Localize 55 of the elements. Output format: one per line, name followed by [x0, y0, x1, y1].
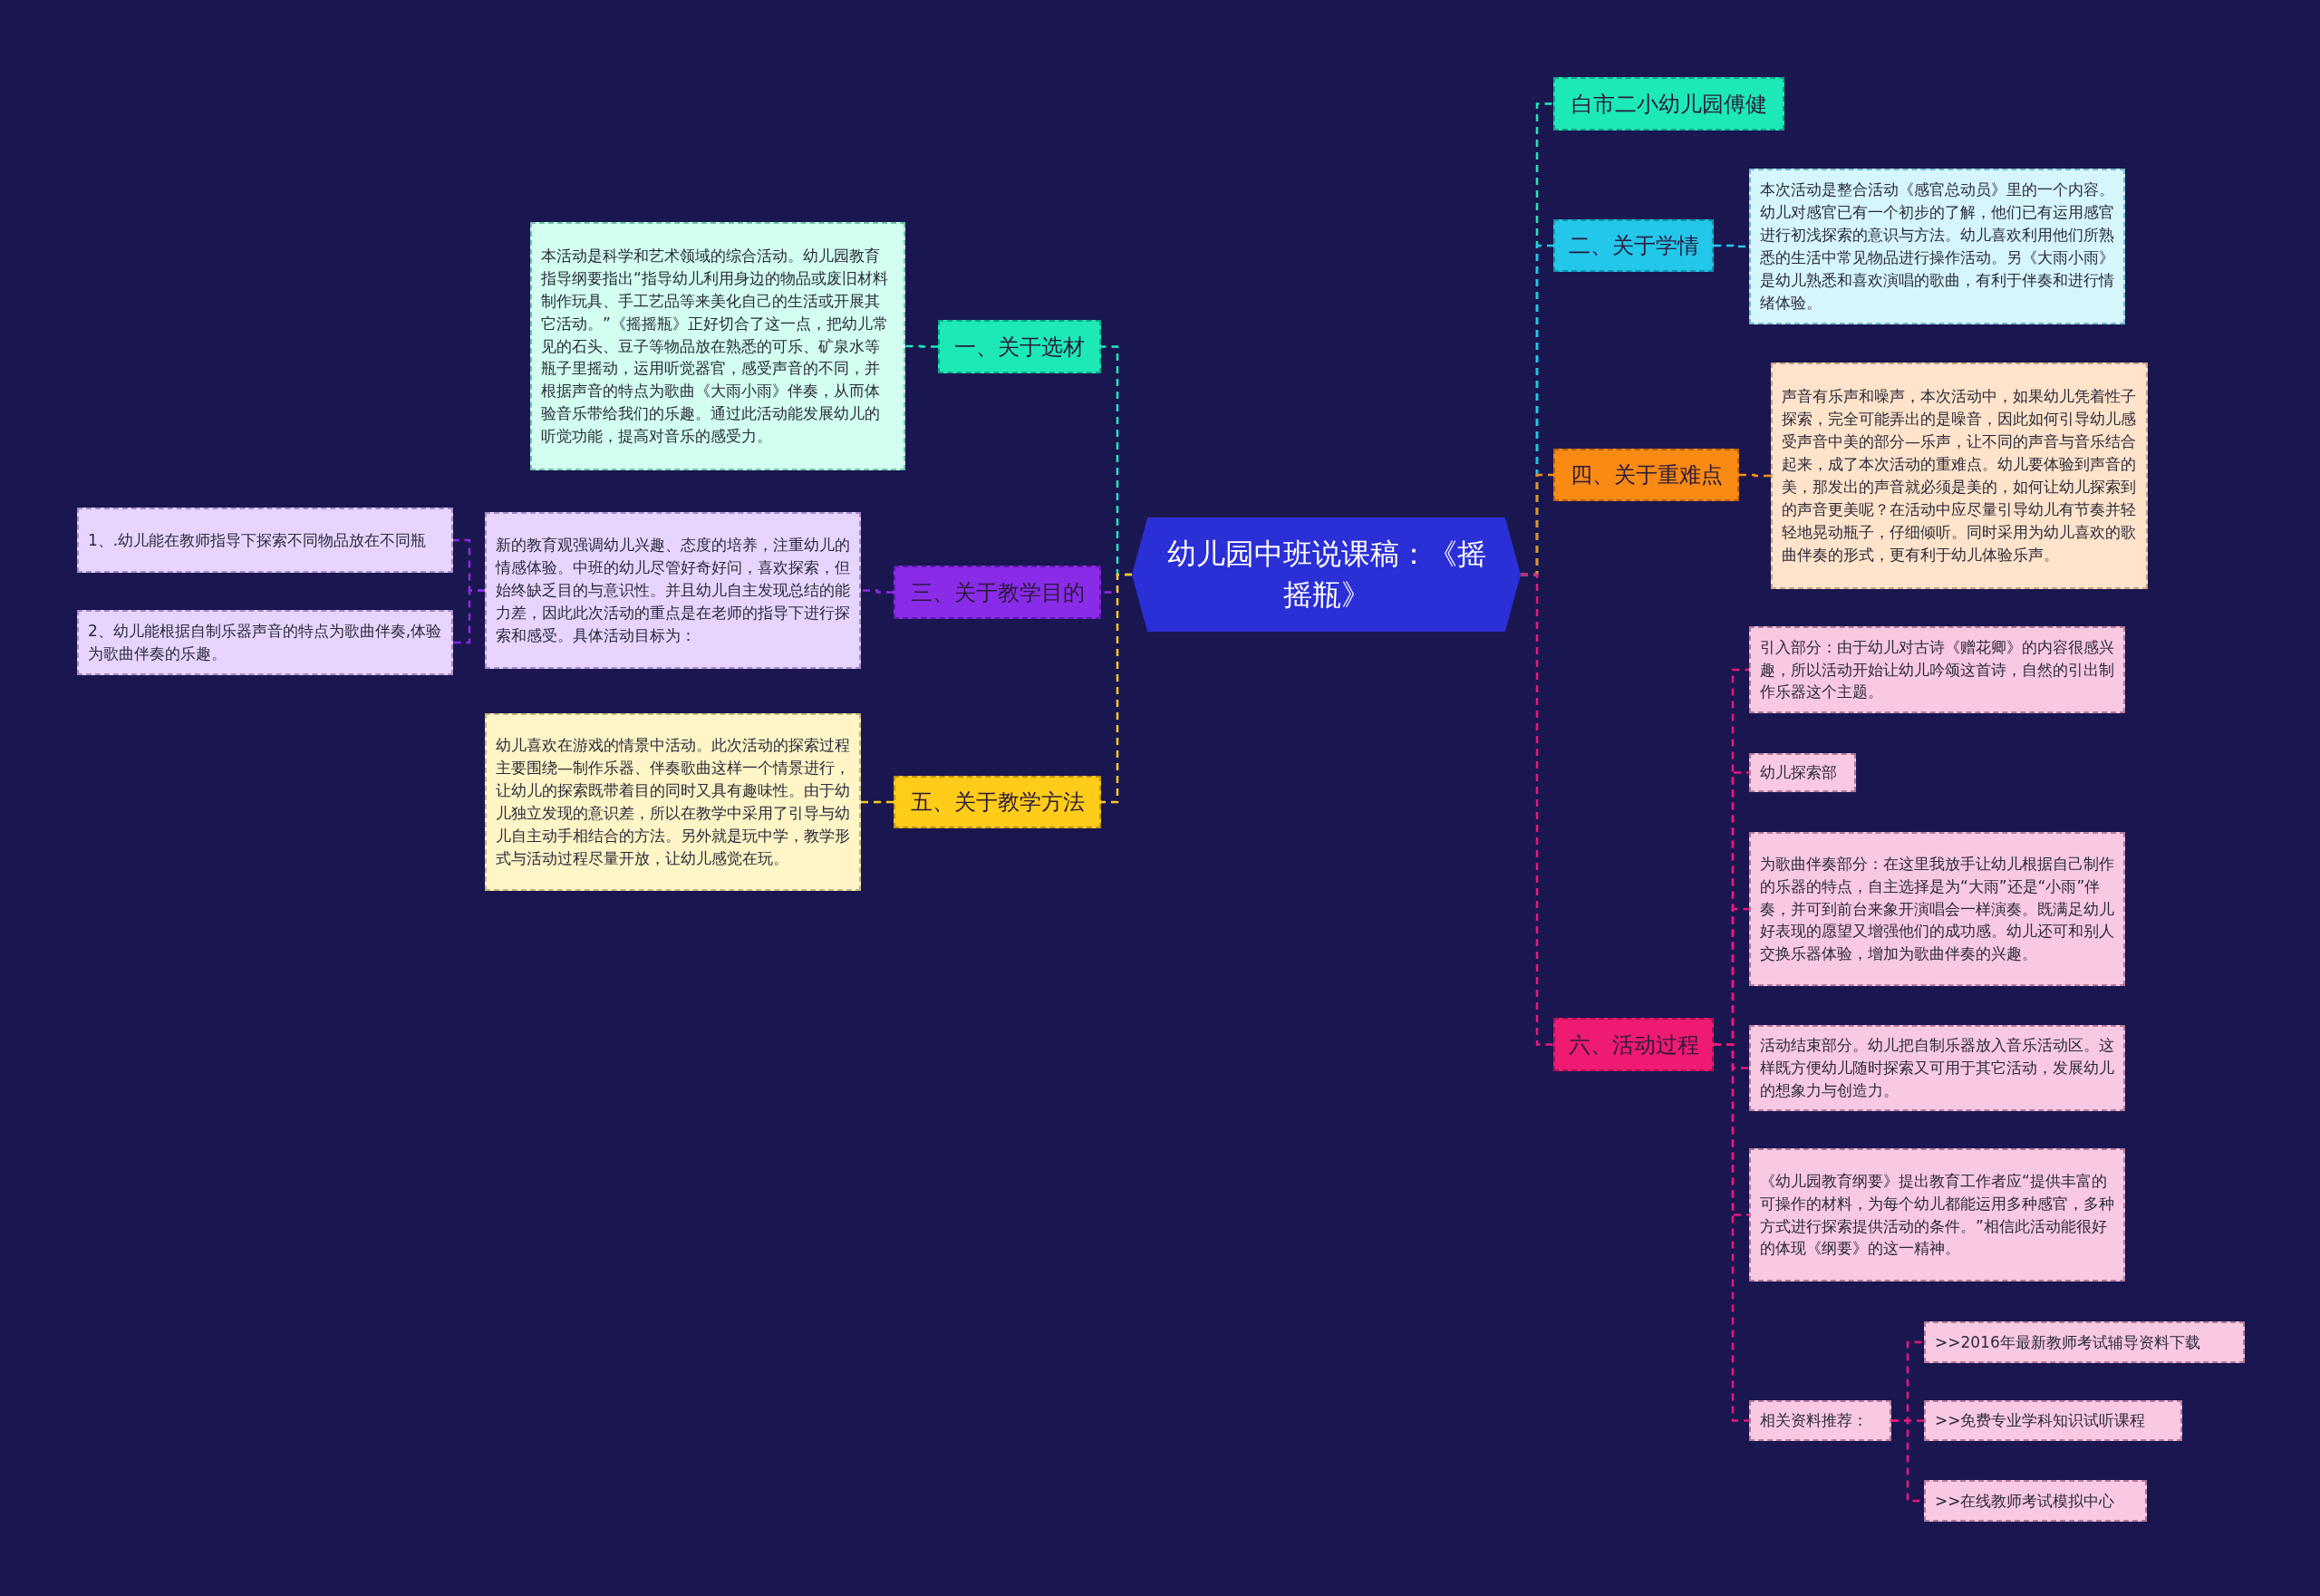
- note-box: [1924, 1321, 2245, 1363]
- topic-text: 六、活动过程: [1568, 1030, 1699, 1059]
- note-text: 引入部分：由于幼儿对古诗《赠花卿》的内容很感兴趣，所以活动开始让幼儿吟颂这首诗，自然的引出制作乐器这个主题。: [1760, 636, 2114, 703]
- note-text: 相关资料推荐：: [1760, 1410, 1868, 1431]
- note-text: 本次活动是整合活动《感官总动员》里的一个内容。幼儿对感官已有一个初步的了解，他们已有运用感官进行初浅探索的意识与方法。幼儿喜欢利用他们所熟悉的生活中常见物品进行操作活动。另《大雨小雨》是幼儿熟悉和喜欢演唱的歌曲，有利于伴奏和进行情绪体验。: [1760, 179, 2114, 314]
- topic-box: [1553, 219, 1714, 272]
- note-text: >>2016年最新教师考试辅导资料下载: [1935, 1331, 2200, 1353]
- topic-box: [1553, 77, 1784, 131]
- topic-box: [894, 776, 1101, 828]
- topic-box: [894, 566, 1101, 619]
- note-text: 本活动是科学和艺术领域的综合活动。幼儿园教育指导纲要指出“指导幼儿利用身边的物品或废旧材料制作玩具、手工艺品等来美化自己的生活或开展其它活动。”《摇摇瓶》正好切合了这一点，把幼儿常见的石头、豆子等物品放在熟悉的可乐、矿泉水等瓶子里摇动，运用听觉器官，感受声音的不同，并根据声音的特点为歌曲《大雨小雨》伴奏，从而体验音乐带给我们的乐趣。通过此活动能发展幼儿的听觉功能，提高对音乐的感受力。: [541, 245, 889, 448]
- note-box: [1924, 1400, 2182, 1441]
- note-text: 为歌曲伴奏部分：在这里我放手让幼儿根据自己制作的乐器的特点，自主选择是为“大雨”还是“小雨”伴奏，并可到前台来象开演唱会一样演奏。既满足幼儿好表现的愿望又增强他们的成功感。幼儿还可和别人交换乐器体验，增加为歌曲伴奏的兴趣。: [1760, 853, 2114, 965]
- note-box: [485, 512, 861, 669]
- note-text: 幼儿探索部: [1760, 762, 1837, 783]
- note-box: [1771, 363, 2148, 589]
- connector-line: [1521, 573, 1553, 1046]
- note-box: [1749, 832, 2125, 986]
- topic-box: [1553, 1018, 1714, 1071]
- note-text: 2、幼儿能根据自制乐器声音的特点为歌曲伴奏,体验为歌曲伴奏的乐趣。: [88, 621, 442, 664]
- connector-line: [861, 800, 894, 804]
- connector-line: [1714, 1043, 1749, 1422]
- note-text: 声音有乐声和噪声，本次活动中，如果幼儿凭着性子探索，完全可能弄出的是噪音，因此如何引导幼儿感受声音中美的部分—乐声，让不同的声音与音乐结合起来，成了本次活动的重难点。幼儿要体验到声音的美，那发出的声音就必须是美的，如何让幼儿探索到的声音更美呢？在活动中应尽量引导幼儿有节奏并轻轻地晃动瓶子，仔细倾听。同时采用为幼儿喜欢的歌曲伴奏的形式，更有利于幼儿体验乐声。: [1782, 386, 2137, 566]
- topic-text: 四、关于重难点: [1570, 461, 1723, 489]
- note-text: >>在线教师考试模拟中心: [1935, 1490, 2115, 1512]
- note-box: [1749, 1400, 1891, 1441]
- note-text: 幼儿喜欢在游戏的情景中活动。此次活动的探索过程主要围绕—制作乐器、伴奏歌曲这样一个情景进行，让幼儿的探索既带着目的同时又具有趣味性。由于幼儿独立发现的意识差，所以在教学中采用了引导与幼儿自主动手相结合的方法。另外就是玩中学，教学形式与活动过程尽量开放，让幼儿感觉在玩。: [496, 735, 850, 869]
- note-box: [485, 713, 861, 891]
- note-text: 活动结束部分。幼儿把自制乐器放入音乐活动区。这样既方便幼儿随时探索又可用于其它活动，发展幼儿的想象力与创造力。: [1760, 1035, 2114, 1101]
- topic-text: 一、关于选材: [954, 333, 1085, 362]
- topic-box: [1553, 449, 1739, 501]
- note-box: [1924, 1480, 2147, 1522]
- note-text: 新的教育观强调幼儿兴趣、态度的培养，注重幼儿的情感体验。中班的幼儿尽管好奇好问，喜欢探索，但始终缺乏目的与意识性。并且幼儿自主发现总结的能力差，因此此次活动的重点是在老师的指导下进行探索和感受。具体活动目标为：: [496, 535, 850, 646]
- note-box: [1749, 753, 1856, 792]
- connector-line: [861, 589, 894, 594]
- connector-line: [905, 344, 938, 348]
- topic-text: 二、关于学情: [1568, 232, 1699, 260]
- note-text: >>免费专业学科知识试听课程: [1935, 1410, 2146, 1431]
- note-box: [1749, 1148, 2125, 1282]
- note-box: [77, 610, 453, 675]
- topic-text: 三、关于教学目的: [910, 578, 1085, 607]
- connector-line: [1739, 473, 1771, 478]
- note-box: [1749, 626, 2125, 713]
- note-text: 1、.幼儿能在教师指导下探索不同物品放在不同瓶: [88, 529, 427, 551]
- topic-text: 五、关于教学方法: [910, 788, 1085, 817]
- note-box: [530, 222, 905, 470]
- central-topic-text: 幼儿园中班说课稿：《摇摇瓶》: [1166, 536, 1486, 614]
- topic-box: [938, 320, 1101, 373]
- note-text: 《幼儿园教育纲要》提出教育工作者应“提供丰富的可操作的材料，为每个幼儿都能运用多种感官，多种方式进行探索提供活动的条件。”相信此活动能很好的体现《纲要》的这一精神。: [1760, 1170, 2114, 1260]
- connector-line: [453, 589, 485, 644]
- connector-line: [1101, 573, 1132, 804]
- note-box: [77, 508, 453, 573]
- note-box: [1749, 1025, 2125, 1111]
- topic-text: 白市二小幼儿园傅健: [1571, 90, 1767, 119]
- note-box: [1749, 169, 2125, 324]
